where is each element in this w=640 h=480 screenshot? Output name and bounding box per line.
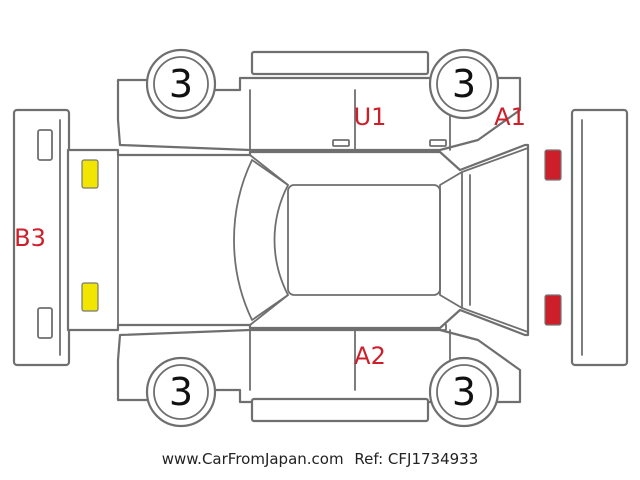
footer-credit: www.CarFromJapan.com Ref: CFJ1734933 [162, 450, 479, 468]
tire-front-right: 3 [428, 356, 500, 428]
tire-tread-rating: 3 [452, 370, 476, 414]
tire-tread-rating: 3 [169, 62, 193, 106]
front-lamp-lower [544, 294, 562, 326]
tire-front-left: 3 [428, 48, 500, 120]
tire-tread-rating: 3 [452, 62, 476, 106]
damage-mark-u1: U1 [354, 103, 387, 131]
damage-mark-a2: A2 [354, 342, 386, 370]
footer-site: www.CarFromJapan.com [162, 450, 344, 468]
footer-ref: Ref: CFJ1734933 [354, 450, 478, 468]
upper-skirt [250, 50, 430, 76]
lower-skirt [250, 397, 430, 423]
top-view-body [66, 143, 530, 337]
rear-lamp-upper [81, 159, 99, 189]
damage-mark-b3: B3 [14, 224, 46, 252]
damage-mark-a1: A1 [494, 103, 526, 131]
front-bumper-panel [570, 108, 629, 367]
rear-lamp-lower [81, 282, 99, 312]
tire-rear-right: 3 [145, 356, 217, 428]
front-lamp-upper [544, 149, 562, 181]
tire-rear-left: 3 [145, 48, 217, 120]
tire-tread-rating: 3 [169, 370, 193, 414]
